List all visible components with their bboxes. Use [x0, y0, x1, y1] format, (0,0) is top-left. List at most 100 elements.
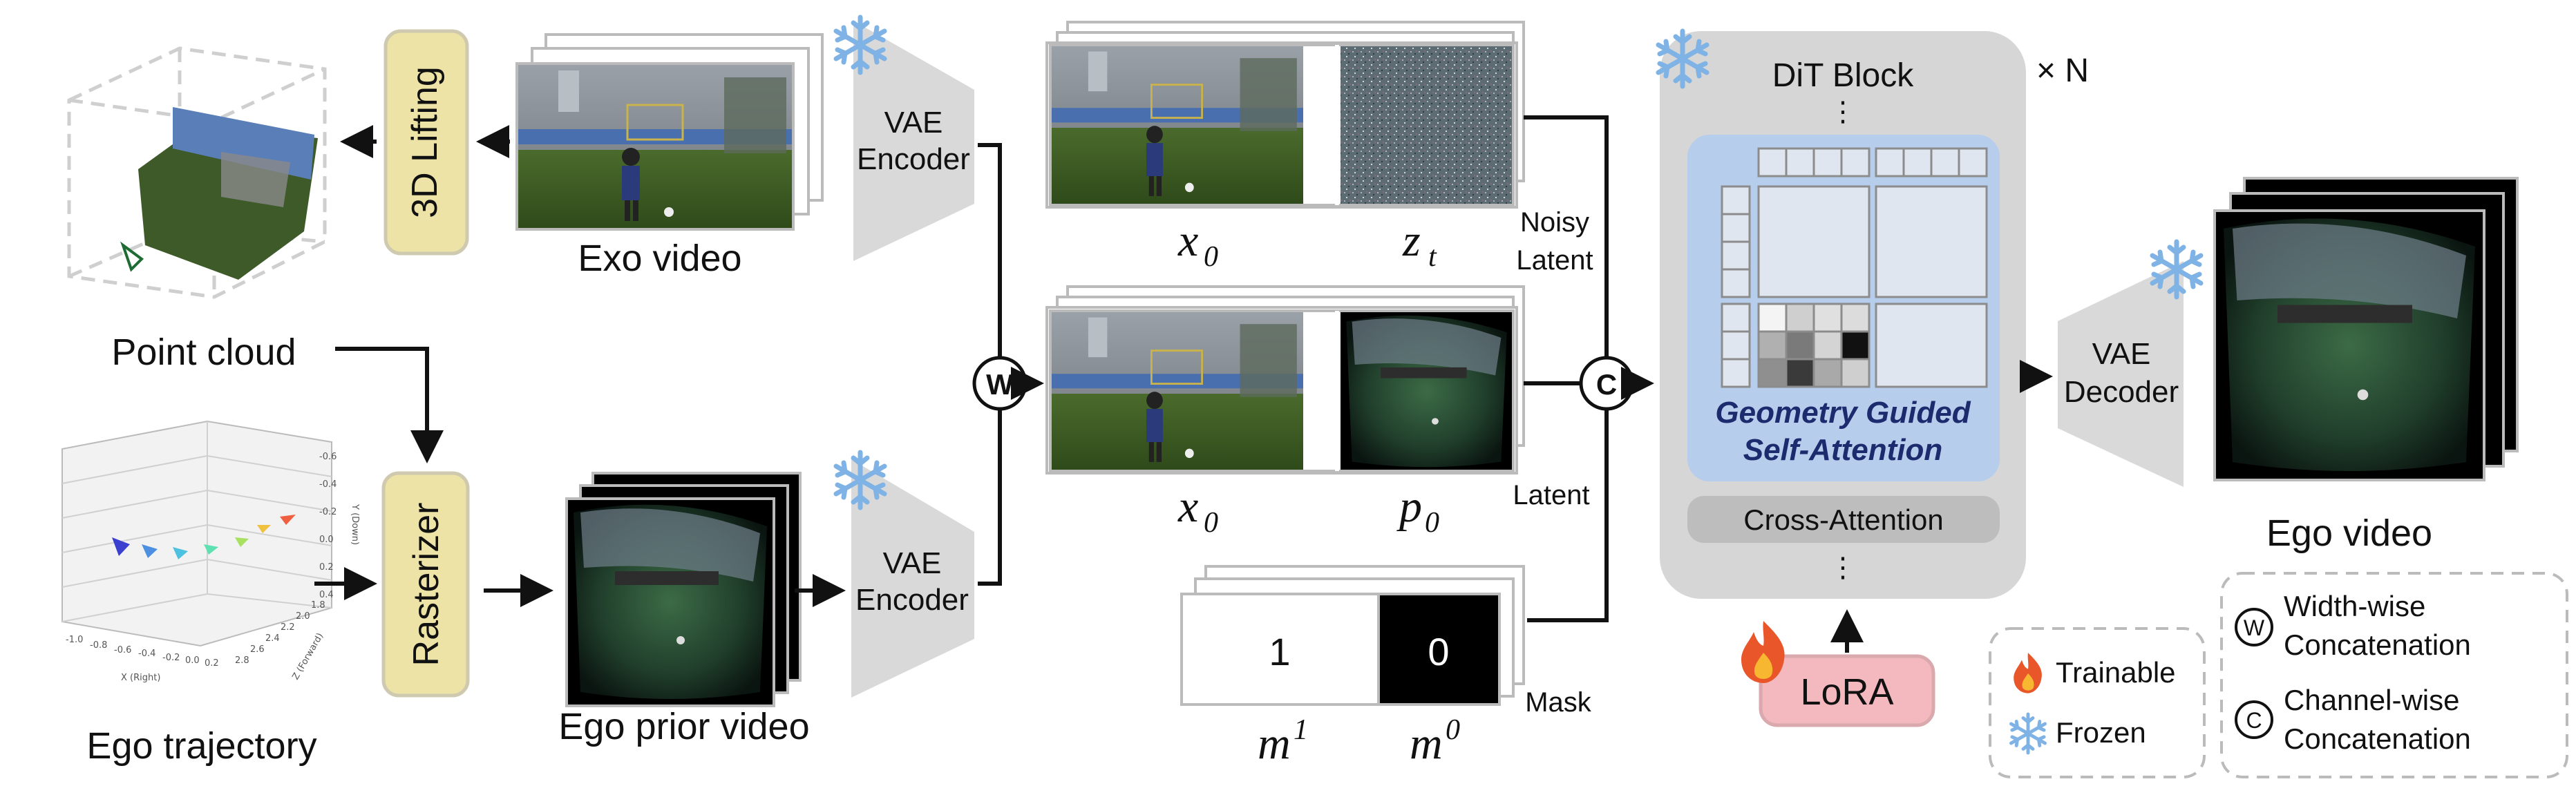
svg-text:z: z [1402, 215, 1421, 266]
legend-c-symbol: C [2246, 708, 2262, 733]
y-axis-label: Y (Down) [350, 504, 360, 545]
x-tick: 0.2 [205, 658, 219, 669]
z-tick: 2.8 [235, 655, 249, 666]
y-tick: -0.4 [319, 479, 337, 490]
z-tick: 2.4 [265, 633, 280, 644]
vae-decoder: VAE Decoder [2058, 261, 2184, 487]
ego-prior-video-stack [565, 472, 802, 707]
dit-vdots-top: ⋮ [1829, 97, 1857, 127]
rasterizer-module: Rasterizer [381, 471, 470, 698]
cross-attention-label: Cross-Attention [1743, 504, 1943, 536]
snowflake-icon [2152, 242, 2201, 297]
svg-text:x: x [1177, 215, 1198, 266]
flame-icon [2014, 653, 2042, 693]
p0-symbol: p 0 [1396, 481, 1439, 539]
lifting-module: 3D Lifting [383, 29, 469, 256]
legend-trainable-frozen: Trainable Frozen [1989, 627, 2206, 778]
svg-text:m: m [1258, 718, 1291, 769]
noisy-latent-stack [1045, 21, 1525, 209]
y-tick: -0.2 [319, 507, 337, 517]
svg-text:0: 0 [1204, 241, 1218, 273]
dit-vdots-bottom: ⋮ [1829, 553, 1857, 583]
legend-trainable: Trainable [2056, 656, 2176, 689]
mask-stack: 1 0 [1180, 565, 1525, 706]
exo-video-stack [515, 33, 824, 231]
vae-encoder-top-label-2: Encoder [857, 142, 970, 176]
lora-label: LoRA [1800, 671, 1893, 713]
svg-text:0: 0 [1204, 507, 1218, 539]
point-cloud-figure [67, 46, 327, 299]
latent-label-bottom: Latent [1513, 480, 1589, 510]
point-cloud-label: Point cloud [111, 332, 296, 373]
geometry-attention-label-1: Geometry Guided [1715, 396, 1971, 430]
legend-width-wise: Width-wise [2284, 590, 2425, 622]
x-tick: -0.6 [114, 645, 131, 655]
attention-heatmap [1757, 303, 1871, 388]
legend-channel-wise: Channel-wise [2284, 684, 2459, 716]
noisy-label: Noisy [1520, 207, 1589, 238]
vae-encoder-bottom: VAE Encoder [851, 459, 974, 698]
x-tick: -1.0 [66, 635, 83, 645]
vae-encoder-bottom-label-2: Encoder [855, 583, 969, 617]
connectors [314, 115, 2053, 653]
rasterizer-label: Rasterizer [406, 503, 446, 667]
z-tick: 2.2 [281, 622, 295, 633]
legend-concat: W Width-wise Concatenation C Channel-wis… [2220, 572, 2568, 778]
ego-prior-video-label: Ego prior video [558, 706, 809, 747]
legend-width-concat: Concatenation [2284, 629, 2471, 661]
svg-text:t: t [1428, 241, 1437, 273]
ego-video-label: Ego video [2266, 512, 2432, 554]
svg-text:0: 0 [1446, 714, 1460, 746]
y-tick: 0.0 [319, 535, 334, 545]
svg-text:1: 1 [1294, 714, 1308, 746]
x-tick: -0.8 [90, 640, 107, 651]
vae-decoder-label-2: Decoder [2064, 375, 2179, 409]
snowflake-icon [2011, 714, 2045, 753]
x-tick: -0.4 [138, 649, 155, 659]
x0-top-symbol: x 0 [1177, 215, 1218, 273]
ego-video-stack [2213, 177, 2519, 481]
y-tick: 0.2 [319, 562, 334, 573]
channel-concat-node: C [1579, 356, 1634, 411]
z-tick: 2.0 [296, 611, 310, 622]
mask-one-value: 1 [1269, 630, 1290, 673]
y-tick: -0.6 [319, 452, 337, 462]
ego-trajectory-plot: -1.0 -0.8 -0.6 -0.4 -0.2 0.0 0.2 X (Righ… [61, 420, 360, 683]
repeat-n-label: × N [2036, 52, 2089, 89]
m1-symbol: m 1 [1258, 714, 1308, 769]
vae-encoder-top: VAE Encoder [853, 21, 974, 261]
dit-block: DiT Block ⋮ Geometry Guided Self-Attent [1660, 31, 2026, 599]
svg-text:W: W [986, 368, 1014, 401]
legend-channel-concat: Concatenation [2284, 722, 2471, 755]
svg-text:0: 0 [1425, 507, 1439, 539]
vae-decoder-label-1: VAE [2092, 337, 2151, 371]
z-tick: 1.8 [311, 600, 325, 611]
zt-symbol: z t [1402, 215, 1437, 273]
svg-text:p: p [1396, 481, 1422, 532]
x0-bottom-symbol: x 0 [1177, 481, 1218, 539]
lora-module: LoRA [1759, 654, 1935, 727]
m0-symbol: m 0 [1410, 714, 1460, 769]
lifting-label: 3D Lifting [405, 66, 445, 218]
exo-video-label: Exo video [578, 238, 741, 279]
svg-text:C: C [1596, 368, 1617, 401]
svg-text:m: m [1410, 718, 1443, 769]
geometry-attention-label-2: Self-Attention [1743, 433, 1942, 467]
mask-label: Mask [1525, 687, 1592, 718]
legend-w-symbol: W [2244, 615, 2265, 640]
z-axis-label: Z (Forward) [290, 631, 325, 682]
conditional-latent-stack [1045, 285, 1525, 475]
width-concat-node: W [972, 356, 1027, 411]
ego-trajectory-label: Ego trajectory [86, 725, 316, 767]
x-tick: -0.2 [162, 653, 180, 663]
svg-text:x: x [1177, 481, 1198, 532]
vae-encoder-top-label-1: VAE [884, 106, 943, 140]
y-tick: 0.4 [319, 590, 334, 600]
mask-zero-value: 0 [1428, 630, 1449, 673]
attention-grid [1721, 147, 1988, 388]
vae-encoder-bottom-label-1: VAE [883, 546, 942, 580]
flame-icon [1741, 621, 1785, 683]
x-tick: 0.0 [185, 655, 200, 666]
latent-label-top: Latent [1516, 245, 1593, 276]
